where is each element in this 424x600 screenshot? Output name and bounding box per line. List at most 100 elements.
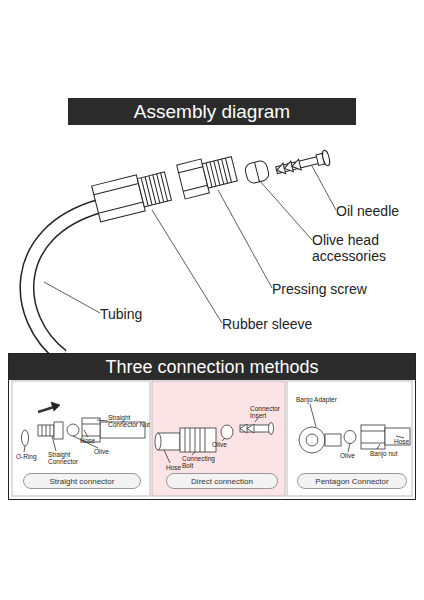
direct-connection-drawing xyxy=(180,428,216,452)
rubber-sleeve-drawing xyxy=(153,175,160,203)
caption-box: Direct connection xyxy=(166,473,278,489)
oil-needle-drawing xyxy=(275,163,285,176)
pentagon-connector-drawing xyxy=(377,444,380,449)
straight-connector-drawing xyxy=(24,446,25,452)
direct-connection-drawing xyxy=(247,424,254,433)
part-label: Connector Insert xyxy=(250,405,284,420)
direct-connection-drawing xyxy=(221,425,233,439)
part-label: Banjo Adapter xyxy=(296,396,337,403)
pentagon-connector-drawing xyxy=(299,427,325,453)
part-label: Olive head accessories xyxy=(312,232,407,264)
rubber-sleeve-drawing xyxy=(141,178,148,206)
rubber-sleeve-drawing xyxy=(145,177,152,205)
oil-needle-drawing xyxy=(283,161,293,174)
rubber-sleeve-drawing xyxy=(94,184,139,195)
direct-connection-drawing xyxy=(190,428,191,452)
part-label: Olive xyxy=(340,452,355,459)
section-frame: Three connection methodsStraight connect… xyxy=(8,353,416,500)
rubber-sleeve-drawing xyxy=(92,168,173,222)
straight-connector-drawing xyxy=(42,425,43,436)
straight-connector-drawing xyxy=(51,402,60,411)
direct-connection-drawing xyxy=(205,428,206,452)
section-title: Three connection methods xyxy=(9,354,415,380)
olive-drawing xyxy=(244,160,270,185)
pentagon-connector-drawing xyxy=(385,428,410,445)
straight-connector-drawing xyxy=(38,407,54,412)
method-panel xyxy=(12,381,150,496)
straight-connector-drawing xyxy=(46,425,47,436)
pentagon-connector-drawing xyxy=(325,434,341,446)
part-label: Rubber sleeve xyxy=(222,316,312,332)
direct-connection-drawing xyxy=(192,452,195,455)
part-label: Straight Connector xyxy=(48,451,80,466)
pressing-screw-drawing xyxy=(183,185,207,191)
part-label: Tubing xyxy=(100,306,142,322)
leader-line xyxy=(218,190,272,288)
leader-line xyxy=(152,210,222,323)
olive-drawing xyxy=(255,162,260,181)
direct-connection-drawing xyxy=(164,450,170,463)
straight-connector-drawing xyxy=(67,424,79,436)
rubber-sleeve-drawing xyxy=(92,175,146,222)
leader-line xyxy=(312,166,336,210)
part-label: Hose xyxy=(394,438,409,445)
leader-line xyxy=(44,282,100,313)
direct-connection-drawing xyxy=(240,424,247,433)
pentagon-connector-drawing xyxy=(310,404,316,427)
caption-text: Straight connector xyxy=(50,477,115,486)
rubber-sleeve-drawing xyxy=(149,176,156,204)
method-panel xyxy=(12,381,412,496)
rubber-sleeve-drawing xyxy=(157,174,164,202)
section-title: Assembly diagram xyxy=(134,101,290,123)
pentagon-connector-drawing xyxy=(396,436,404,438)
direct-connection-drawing xyxy=(200,428,201,452)
part-label: Olive xyxy=(212,441,227,448)
pentagon-connector-drawing xyxy=(306,434,318,446)
rubber-sleeve-drawing xyxy=(98,202,143,213)
pentagon-connector-drawing xyxy=(299,404,410,453)
straight-connector-drawing xyxy=(54,422,63,439)
direct-connection-drawing xyxy=(269,423,274,435)
part-label: O-Ring xyxy=(16,453,37,460)
pentagon-connector-drawing xyxy=(344,431,356,444)
straight-connector-drawing xyxy=(38,425,54,436)
caption-box: Straight connector xyxy=(23,473,141,489)
caption-box: Pentagon Connector xyxy=(297,473,407,489)
straight-connector-drawing xyxy=(50,425,51,436)
straight-connector-drawing xyxy=(22,430,29,446)
part-label: Oil needle xyxy=(336,203,399,219)
tubing-drawing xyxy=(27,206,100,356)
direct-connection-drawing xyxy=(222,438,225,441)
caption-text: Pentagon Connector xyxy=(315,477,388,486)
pentagon-connector-drawing xyxy=(361,425,385,449)
leader-line xyxy=(259,180,312,240)
pressing-screw-drawing xyxy=(202,157,237,189)
straight-connector-drawing xyxy=(52,436,56,451)
olive-drawing xyxy=(244,160,270,185)
caption-text: Direct connection xyxy=(191,477,253,486)
rubber-sleeve-drawing xyxy=(161,173,168,201)
part-label: Pressing screw xyxy=(272,281,367,297)
tubing-drawing xyxy=(27,206,100,356)
method-panel xyxy=(287,381,412,496)
title-band: Assembly diagram xyxy=(68,98,356,125)
tubing-drawing xyxy=(27,206,100,356)
straight-connector-drawing xyxy=(97,420,108,421)
pressing-screw-drawing xyxy=(225,158,231,182)
oil-needle-drawing xyxy=(291,159,301,172)
oil-needle-drawing xyxy=(275,149,331,178)
part-label: Banjo nut xyxy=(370,450,397,457)
pentagon-connector-drawing xyxy=(348,443,350,452)
leader-line xyxy=(44,166,336,323)
straight-connector-drawing xyxy=(82,424,100,425)
pressing-screw-drawing xyxy=(179,167,203,173)
direct-connection-drawing xyxy=(155,433,161,450)
straight-connector-drawing xyxy=(82,436,100,437)
part-label: Connecting Bolt xyxy=(182,455,222,470)
straight-connector-drawing xyxy=(84,430,88,437)
straight-connector-drawing xyxy=(73,436,98,448)
part-label: Olive xyxy=(94,448,109,455)
direct-connection-drawing xyxy=(195,428,196,452)
